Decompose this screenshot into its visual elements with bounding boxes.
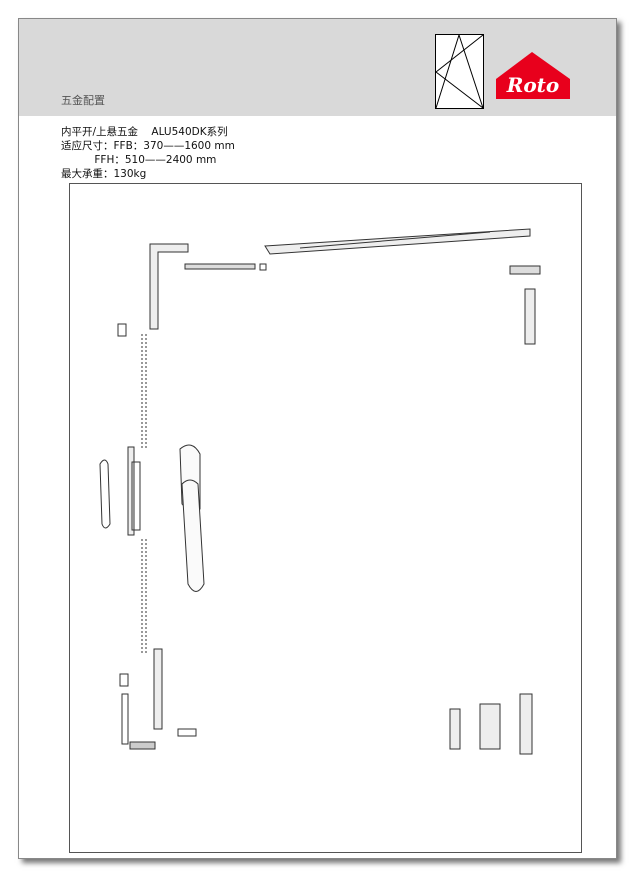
hardware-drawing-frame bbox=[69, 183, 582, 853]
size-ffb: 适应尺寸：FFB：370——1600 mm bbox=[61, 140, 235, 152]
page-header: 五金配置 Roto bbox=[19, 19, 616, 116]
spec-info: 内平开/上悬五金 ALU540DK系列适应尺寸：FFB：370——1600 mm… bbox=[61, 125, 235, 181]
size-ffh: FFH：510——2400 mm bbox=[61, 154, 217, 166]
product-title: 内平开/上悬五金 ALU540DK系列 bbox=[61, 126, 228, 138]
hardware-exploded-drawing bbox=[99, 228, 541, 755]
header-title: 五金配置 bbox=[61, 94, 105, 107]
document-page: 五金配置 Roto 内平开/上悬五金 ALU540DK系列适应尺寸：FFB：37… bbox=[18, 18, 617, 859]
svg-text:Roto: Roto bbox=[506, 73, 560, 97]
max-load: 最大承重：130kg bbox=[61, 168, 147, 180]
tilt-turn-window-symbol-icon bbox=[435, 34, 484, 109]
roto-logo: Roto bbox=[496, 52, 570, 99]
